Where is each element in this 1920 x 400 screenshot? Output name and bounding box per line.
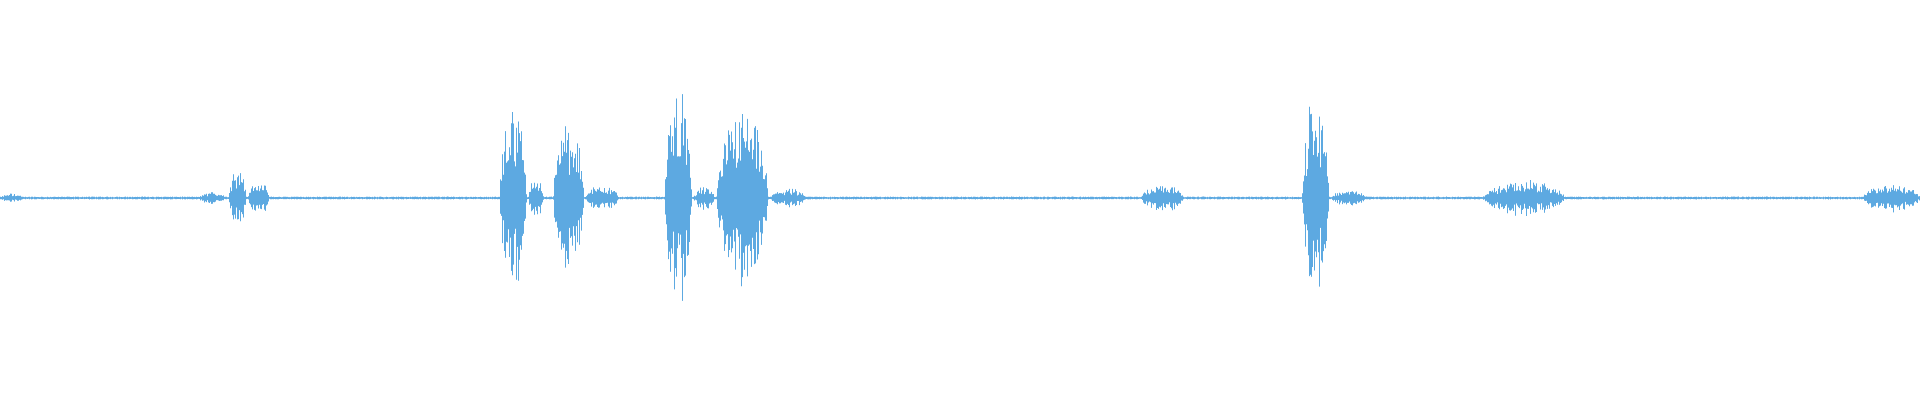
waveform-path	[0, 94, 1920, 301]
waveform-samples	[0, 94, 1920, 301]
